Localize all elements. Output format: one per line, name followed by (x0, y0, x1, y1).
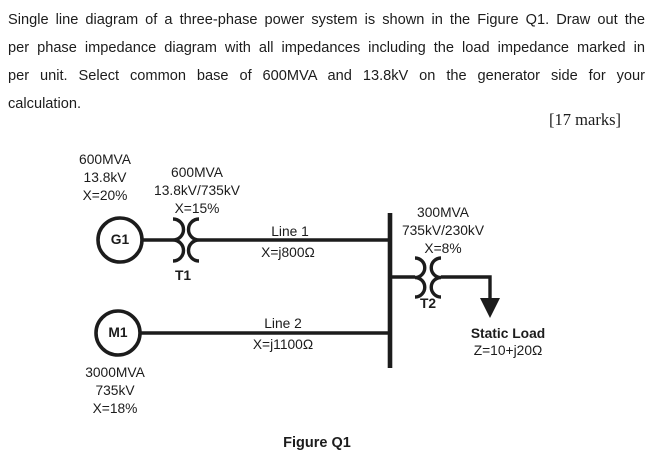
load-arrow-icon (480, 298, 500, 318)
marks-label: [17 marks] (549, 110, 621, 129)
line1-impedance: X=j800Ω (261, 245, 315, 260)
line1-name: Line 1 (271, 224, 309, 239)
transformer2-tag: T2 (419, 296, 437, 311)
motor-tag: M1 (108, 325, 128, 340)
generator-x: X=20% (82, 188, 128, 203)
question-text: Single line diagram of a three-phase pow… (8, 6, 645, 118)
question-line-1: Single line diagram of a three-phase pow… (8, 12, 645, 28)
motor-ratings: 3000MVA 735kV X=18% (65, 364, 165, 418)
generator-tag: G1 (110, 232, 130, 247)
load-impedance: Z=10+j20Ω (473, 343, 543, 358)
transformer1-mva: 600MVA (171, 165, 223, 180)
transformer1-ratings: 600MVA 13.8kV/735kV X=15% (136, 164, 258, 218)
question-line-4: calculation. (8, 96, 82, 112)
motor-mva: 3000MVA (85, 365, 145, 380)
generator-kv: 13.8kV (83, 170, 127, 185)
transformer1-tag: T1 (174, 268, 192, 283)
transformer1-winding-icon (172, 217, 200, 263)
question-line-2: per phase impedance diagram with all imp… (8, 40, 645, 56)
generator-mva: 600MVA (79, 152, 131, 167)
load-name: Static Load (470, 326, 546, 341)
transformer2-x: X=8% (424, 241, 462, 256)
transformer2-kv: 735kV/230kV (401, 223, 485, 238)
motor-x: X=18% (92, 401, 138, 416)
question-line-3: per unit. Select common base of 600MVA a… (8, 68, 645, 84)
line2-impedance: X=j1100Ω (252, 337, 314, 352)
load-feeder-line (441, 275, 492, 301)
transformer2-mva: 300MVA (417, 205, 469, 220)
generator-ratings: 600MVA 13.8kV X=20% (55, 151, 155, 205)
figure-caption: Figure Q1 (283, 435, 351, 451)
transformer2-winding-icon (414, 256, 442, 299)
motor-kv: 735kV (95, 383, 135, 398)
line2-name: Line 2 (264, 316, 302, 331)
transformer1-x: X=15% (174, 201, 220, 216)
transformer2-ratings: 300MVA 735kV/230kV X=8% (383, 204, 503, 258)
transformer1-kv: 13.8kV/735kV (154, 183, 240, 198)
